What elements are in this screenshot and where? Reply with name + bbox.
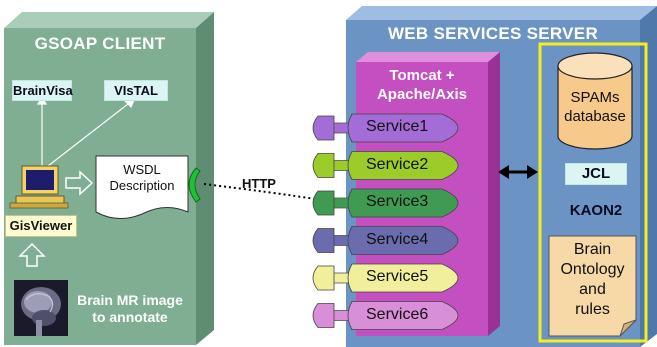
computer-icon (9, 165, 69, 209)
bidirectional-arrow (498, 165, 538, 179)
database-icon (557, 52, 633, 150)
service-pill (347, 226, 459, 255)
service-plug-icon (312, 153, 335, 178)
service-pill (347, 188, 459, 218)
jcl-box: JCL (565, 163, 627, 185)
service-label: Service4 (366, 230, 429, 248)
service-pill (347, 301, 459, 330)
server-title: WEB SERVICES SERVER (387, 24, 599, 43)
ontology-note (548, 235, 637, 337)
db-line1: SPAMs (570, 89, 620, 106)
service-pill (347, 151, 459, 180)
service-label: Service3 (366, 193, 429, 210)
kaon2-label: KAON2 (569, 202, 623, 219)
database-group-border (538, 42, 648, 343)
service-label: Service2 (366, 155, 429, 173)
service-plug-icon (312, 303, 335, 328)
gisviewer-box: GisViewer (5, 215, 77, 237)
service-shapes (312, 113, 459, 330)
onto-line4: rules (575, 301, 610, 318)
service-label: Service1 (366, 118, 429, 135)
tomcat-line1: Tomcat + (389, 67, 455, 84)
onto-line2: Ontology (560, 261, 625, 278)
to-wsdl-arrow (65, 170, 94, 196)
client-title: GSOAP CLIENT (34, 34, 166, 53)
mr-line1: Brain MR image (77, 292, 183, 308)
service-label: Service5 (366, 268, 429, 285)
vistal-box: VIsTAL (104, 80, 168, 101)
service-label: Service6 (366, 305, 429, 323)
mr-line2: to annotate (92, 309, 168, 325)
service-pill (347, 263, 459, 293)
db-line2: database (564, 108, 626, 125)
tomcat-line2: Apache/Axis (376, 86, 468, 103)
brain-mr-image (14, 280, 68, 336)
service-plug-icon (312, 190, 335, 216)
database-label: SPAMs database (558, 88, 632, 126)
onto-line3: and (579, 281, 606, 298)
service-plug-icon (312, 115, 335, 141)
wsdl-line2: Description (109, 178, 175, 193)
tomcat-label: Tomcat + Apache/Axis (356, 66, 488, 104)
http-label: HTTP (242, 176, 276, 191)
onto-line1: Brain (573, 241, 612, 258)
service-plug-icon (312, 265, 335, 291)
mr-caption: Brain MR image to annotate (70, 292, 190, 326)
wsdl-document (95, 155, 189, 219)
brainvisa-box: BrainVisa (12, 80, 73, 101)
wsdl-line1: WSDL (123, 162, 161, 177)
ontology-label: Brain Ontology and rules (549, 240, 636, 320)
mr-to-gisviewer-arrow (18, 242, 46, 267)
service-pill (347, 113, 459, 143)
wsdl-label: WSDL Description (96, 162, 188, 194)
service-plug-icon (312, 228, 335, 253)
client-socket-icon (188, 167, 201, 203)
